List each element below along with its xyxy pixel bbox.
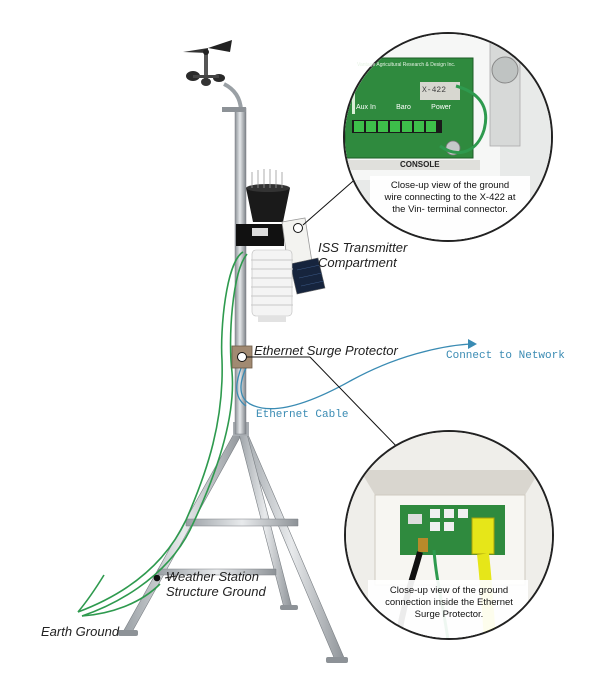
ground-wires [77, 251, 248, 617]
anemometer [183, 40, 232, 86]
board-part-number: X-422 [422, 86, 447, 95]
callout-lines [164, 174, 403, 579]
mast [222, 82, 247, 435]
iss-sensor-suite [236, 169, 326, 322]
top-inset-caption: Close-up view of the ground wire connect… [384, 180, 516, 215]
structure-ground-label: Weather Station Structure Ground [166, 569, 266, 599]
terminal-labels: Aux In Baro Power [356, 104, 451, 111]
top-inset [343, 32, 553, 242]
terminal-label-power: Power [431, 104, 451, 111]
console-label: CONSOLE [400, 160, 440, 169]
board-header-text: Vantage Agricultural Research & Design I… [357, 62, 456, 68]
earth-ground-label: Earth Ground [41, 624, 120, 639]
iss-transmitter-label: ISS Transmitter Compartment [318, 240, 408, 270]
connect-network-label: Connect to Network [446, 350, 565, 362]
bottom-inset-caption: Close-up view of the ground connection i… [385, 585, 513, 620]
tripod [118, 422, 348, 663]
surge-protector-label: Ethernet Surge Protector [254, 343, 398, 358]
terminal-label-baro: Baro [396, 104, 411, 111]
terminal-label-aux: Aux In [356, 104, 376, 111]
ethernet-cable-label: Ethernet Cable [256, 409, 349, 421]
callout-markers [153, 223, 303, 582]
